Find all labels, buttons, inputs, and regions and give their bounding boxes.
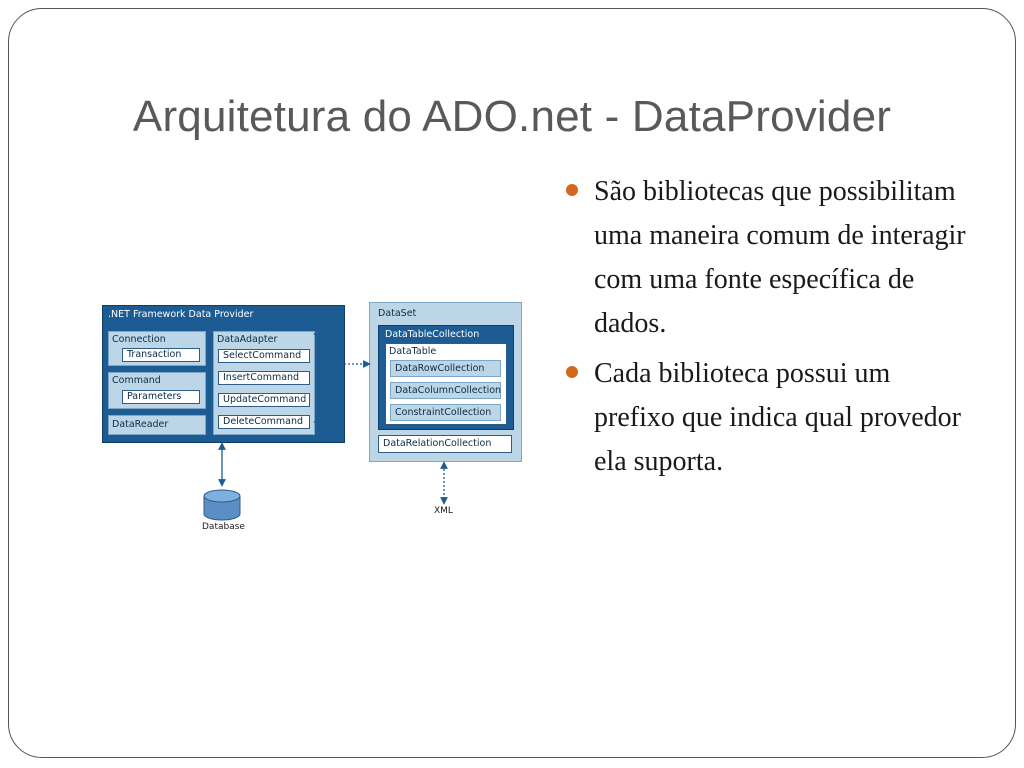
bullet-item: São bibliotecas que possibilitam uma man… (566, 170, 966, 346)
datareader-box: DataReader (108, 415, 206, 435)
database-label: Database (202, 522, 245, 532)
datacolumn-collection-box: DataColumnCollection (390, 382, 501, 399)
update-command-box: UpdateCommand (218, 393, 310, 407)
bullet-text: São bibliotecas que possibilitam uma man… (594, 176, 966, 339)
dataset-title: DataSet (378, 308, 417, 319)
adapter-dataset-connector (313, 330, 341, 426)
bullet-text: Cada biblioteca possui um prefixo que in… (594, 358, 961, 477)
database-cylinder-icon (203, 489, 241, 521)
xml-label: XML (434, 506, 453, 516)
delete-command-box: DeleteCommand (218, 415, 310, 429)
bullet-item: Cada biblioteca possui um prefixo que in… (566, 352, 966, 484)
ado-architecture-diagram: .NET Framework Data Provider Connection … (100, 300, 525, 540)
slide-title: Arquitetura do ADO.net - DataProvider (132, 92, 892, 141)
command-label: Command (112, 375, 161, 386)
bullet-list: São bibliotecas que possibilitam uma man… (566, 170, 966, 490)
bullet-dot-icon (566, 184, 578, 196)
transaction-box: Transaction (122, 348, 200, 362)
connection-label: Connection (112, 334, 166, 345)
bullet-dot-icon (566, 366, 578, 378)
diagram-connectors (203, 330, 448, 521)
datatable-label: DataTable (389, 346, 437, 357)
insert-command-box: InsertCommand (218, 371, 310, 385)
parameters-box: Parameters (122, 390, 200, 404)
datarow-collection-box: DataRowCollection (390, 360, 501, 377)
select-command-box: SelectCommand (218, 349, 310, 363)
datatable-collection-label: DataTableCollection (385, 329, 480, 340)
data-provider-title: .NET Framework Data Provider (108, 309, 254, 320)
dataadapter-label: DataAdapter (217, 334, 278, 345)
datarelation-collection-box: DataRelationCollection (378, 435, 512, 453)
constraint-collection-box: ConstraintCollection (390, 404, 501, 421)
datareader-label: DataReader (112, 419, 169, 430)
